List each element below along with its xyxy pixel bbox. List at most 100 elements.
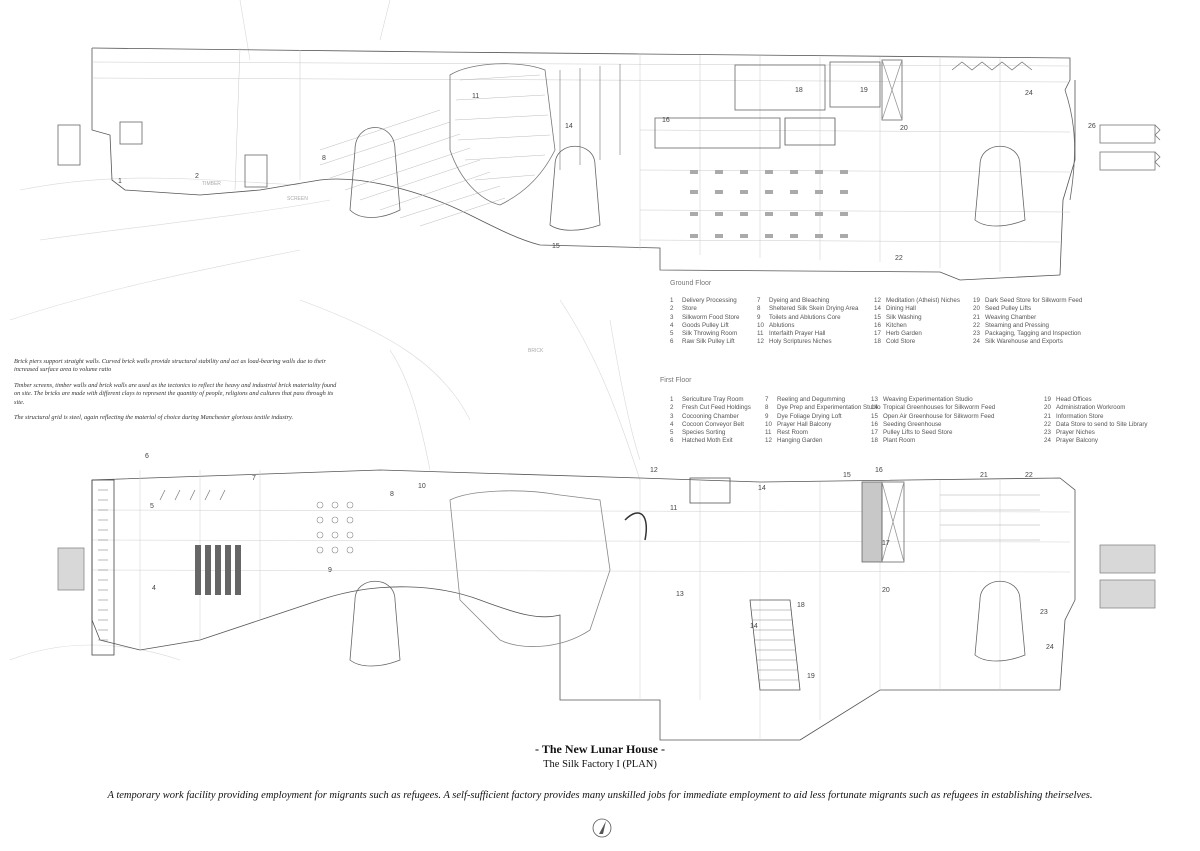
legend-item-label: Open Air Greenhouse for Silkworm Feed <box>883 412 995 420</box>
legend-item-number: 24 <box>1044 437 1051 445</box>
legend-item-label: Interfaith Prayer Hall <box>769 330 826 338</box>
legend-item-number: 6 <box>670 338 674 346</box>
legend-item-number: 15 <box>871 412 878 420</box>
legend-item: 24 Prayer Balcony <box>1044 437 1148 445</box>
gf-room-number: 19 <box>860 87 868 94</box>
legend-item-label: Packaging, Tagging and Inspection <box>985 330 1081 338</box>
legend-item-number: 3 <box>670 313 674 321</box>
first-floor-plan <box>57 469 1156 741</box>
ff-room-number: 16 <box>875 467 883 474</box>
legend-item-label: Sheltered Silk Skein Drying Area <box>769 305 859 313</box>
legend-item-label: Reeling and Degumming <box>777 396 846 403</box>
legend-item: 18 Cold Store <box>874 338 960 346</box>
label-brick: BRICK <box>528 348 544 354</box>
legend-item-number: 4 <box>670 420 674 428</box>
ff-room-number: 9 <box>328 567 332 574</box>
legend-item-label: Administration Workroom <box>1056 404 1126 412</box>
legend-item-number: 14 <box>871 404 878 412</box>
label-timber: TIMBER <box>202 181 221 187</box>
ff-room-number: 18 <box>797 602 805 609</box>
legend-item-number: 4 <box>670 321 674 329</box>
ff-room-number: 6 <box>145 453 149 460</box>
legend-item-number: 18 <box>874 338 881 346</box>
legend-item-number: 7 <box>757 297 761 304</box>
ground-floor-legend-title: Ground Floor <box>670 280 712 287</box>
legend-item-label: Seed Pulley Lifts <box>985 305 1032 313</box>
legend-item-label: Toilets and Ablutions Core <box>769 313 841 321</box>
ff-room-number: 7 <box>252 475 256 482</box>
legend-item-number: 10 <box>765 420 772 428</box>
ff-room-number: 5 <box>150 503 154 510</box>
legend-item-label: Goods Pulley Lift <box>682 321 729 329</box>
legend-item-label: Information Store <box>1056 412 1104 420</box>
legend-item: 4 Goods Pulley Lift <box>670 322 739 330</box>
legend-item-number: 16 <box>874 321 881 329</box>
legend-item-label: Seeding Greenhouse <box>883 420 942 428</box>
legend-item-label: Pulley Lifts to Seed Store <box>883 429 953 437</box>
ff-room-number: 21 <box>980 472 988 479</box>
gf-room-number: 2 <box>195 173 199 180</box>
legend-item-label: Prayer Balcony <box>1056 437 1098 445</box>
legend-item-number: 5 <box>670 330 674 338</box>
legend-item-number: 19 <box>1044 396 1051 403</box>
site-context-lines <box>9 0 641 661</box>
gf-room-number: 14 <box>565 123 573 130</box>
structural-notes: Brick piers support straight walls. Curv… <box>14 358 344 429</box>
label-screen: SCREEN <box>287 196 308 202</box>
north-arrow-icon <box>592 818 612 838</box>
legend-item-number: 12 <box>757 338 764 346</box>
legend-item-number: 12 <box>765 437 772 445</box>
legend-item-label: Hatched Moth Exit <box>682 437 733 445</box>
legend-item: 23 Packaging, Tagging and Inspection <box>973 330 1082 338</box>
legend-item-number: 14 <box>874 305 881 313</box>
sheet-description: A temporary work facility providing empl… <box>107 790 1093 801</box>
note-paragraph: Brick piers support straight walls. Curv… <box>14 358 326 374</box>
legend-item-label: Kitchen <box>886 321 907 329</box>
gf-room-number: 22 <box>895 255 903 262</box>
legend-item-label: Cold Store <box>886 338 916 346</box>
legend-item-label: Data Store to send to Site Library <box>1056 420 1148 428</box>
legend-item-label: Raw Silk Pulley Lift <box>682 338 735 346</box>
sheet-subtitle: The Silk Factory I (PLAN) <box>543 759 657 770</box>
legend-item-number: 16 <box>871 420 878 428</box>
ff-room-number: 22 <box>1025 472 1033 479</box>
ground-floor-plan <box>57 47 1161 281</box>
ff-room-number: 4 <box>152 585 156 592</box>
legend-item-number: 2 <box>670 404 674 412</box>
gf-room-number: 15 <box>552 243 560 250</box>
legend-item-number: 19 <box>973 297 980 304</box>
ff-room-number: 14 <box>750 623 758 630</box>
legend-item-number: 23 <box>973 330 980 338</box>
legend-item-number: 6 <box>670 437 674 445</box>
ff-room-number: 14 <box>758 485 766 492</box>
ff-room-number: 19 <box>807 673 815 680</box>
note-paragraph: Timber screens, timber walls and brick w… <box>14 381 337 406</box>
legend-item-number: 5 <box>670 429 674 437</box>
gf-room-number: 1 <box>118 178 122 185</box>
legend-item-label: Store <box>682 305 697 313</box>
legend-item-label: Tropical Greenhouses for Silkworm Feed <box>883 404 996 412</box>
legend-item-label: Weaving Chamber <box>985 313 1037 321</box>
